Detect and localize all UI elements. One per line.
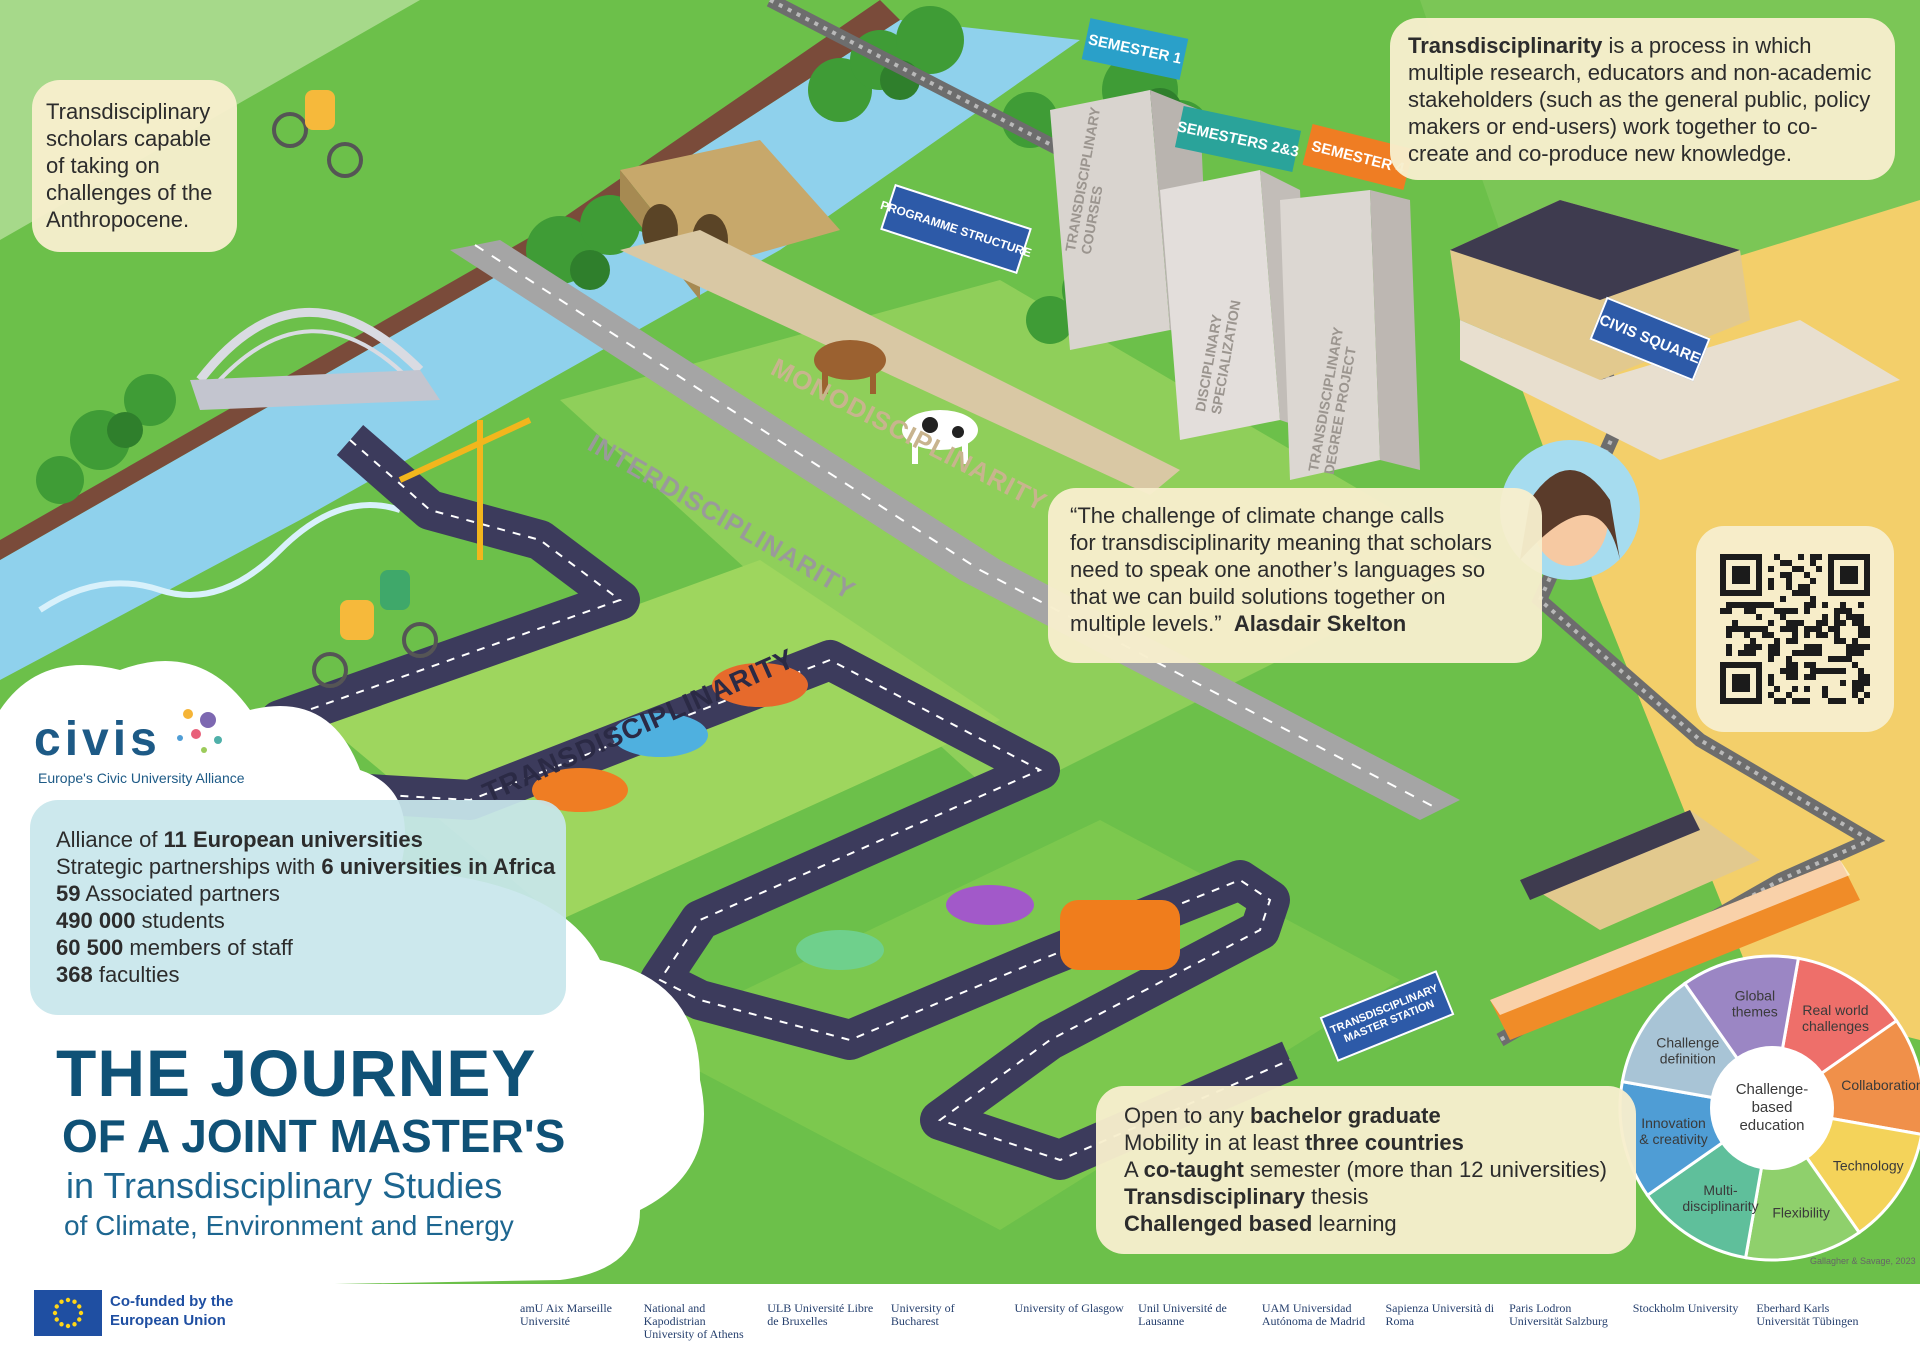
title-line-2: OF A JOINT MASTER'S	[62, 1110, 566, 1162]
quote-line: that we can build solutions together on	[1070, 584, 1446, 609]
fact-item: 60 500 members of staff	[56, 935, 293, 960]
fact-item: 368 faculties	[56, 962, 180, 987]
qr-code[interactable]	[1720, 554, 1870, 704]
wheel-segment-label: Collaboration	[1841, 1077, 1920, 1093]
wheel-segment-label: Innovation& creativity	[1639, 1115, 1707, 1147]
university-logo: amU Aix Marseille Université	[520, 1301, 612, 1328]
university-logo: University of Glasgow	[1014, 1301, 1124, 1315]
civis-tagline: Europe's Civic University Alliance	[38, 770, 245, 786]
title-line-1: THE JOURNEY	[56, 1036, 537, 1110]
scholars-line: scholars capable	[46, 126, 212, 151]
eu-cofunded-text: Co-funded by the European Union	[110, 1293, 234, 1329]
semester-towers	[1050, 90, 1420, 480]
quote-author: Alasdair Skelton	[1233, 611, 1407, 636]
definition-text: is a process in which multiple research,…	[1408, 33, 1872, 166]
cyclists	[272, 90, 438, 688]
scholars-card: Transdisciplinary scholars capable of ta…	[32, 80, 237, 252]
monodisciplinary-path	[620, 230, 1180, 495]
subtitle-line-2: of Climate, Environment and Energy	[64, 1210, 514, 1241]
civis-logo: civis	[34, 713, 161, 766]
construction-crane	[398, 417, 532, 560]
wheel-segment-label: Technology	[1833, 1157, 1904, 1173]
footer-logos: Co-funded by the European Union amU Aix …	[0, 1284, 1920, 1360]
feature-item: A co-taught semester (more than 12 unive…	[1124, 1157, 1607, 1182]
subtitle-line-1: in Transdisciplinary Studies	[66, 1165, 503, 1206]
qr-code-card[interactable]	[1696, 526, 1894, 732]
university-logo: Unil Université de Lausanne	[1138, 1301, 1227, 1328]
wheel-segment-label: Flexibility	[1772, 1204, 1830, 1220]
quote-line: for transdisciplinarity meaning that sch…	[1070, 530, 1492, 555]
definition-card: Transdisciplinarity is a process in whic…	[1390, 18, 1895, 180]
scholars-line: of taking on	[46, 153, 160, 178]
university-logo: UAM Universidad Autónoma de Madrid	[1261, 1301, 1366, 1328]
feature-item: Mobility in at least three countries	[1124, 1130, 1464, 1155]
wheel-center	[1710, 1046, 1834, 1170]
fact-item: Alliance of 11 European universities	[56, 827, 423, 852]
fact-item: 490 000 students	[56, 908, 225, 933]
university-logo: Sapienza Università di Roma	[1385, 1301, 1495, 1328]
cows	[814, 340, 978, 464]
quote-line: “The challenge of climate change calls	[1070, 503, 1445, 528]
quote-line: need to speak one another’s languages so	[1070, 557, 1486, 582]
eu-flag-icon	[34, 1290, 102, 1336]
quote-line: multiple levels.”	[1070, 611, 1222, 636]
fact-item: 59 Associated partners	[56, 881, 280, 906]
river	[0, 20, 1080, 680]
sign-semester-1-label: SEMESTER 1	[1086, 30, 1184, 68]
university-logo: National and Kapodistrian University of …	[643, 1301, 744, 1341]
civis-dots-logo	[177, 709, 222, 753]
scholars-line: Transdisciplinary	[46, 99, 211, 124]
arch-bridge	[196, 308, 424, 387]
university-logo: ULB Université Libre de Bruxelles	[767, 1301, 874, 1328]
feature-item: Open to any bachelor graduate	[1124, 1103, 1441, 1128]
poster-title: THE JOURNEY OF A JOINT MASTER'S in Trans…	[56, 1038, 616, 1244]
scholars-line: Anthropocene.	[46, 207, 190, 232]
university-logo: Stockholm University	[1632, 1301, 1739, 1315]
scholars-line: challenges of the	[46, 180, 213, 205]
definition-term: Transdisciplinarity	[1408, 33, 1603, 58]
feature-item: Transdisciplinary thesis	[1124, 1184, 1369, 1209]
train-station	[1490, 810, 1860, 1040]
wheel-credit: Gallagher & Savage, 2023	[1810, 1256, 1916, 1266]
cars	[532, 663, 1180, 970]
university-logo: University of Bucharest	[890, 1301, 955, 1328]
interdisciplinary-road	[450, 240, 1460, 820]
wheel-segment-label: Multi-disciplinarity	[1682, 1182, 1758, 1214]
fact-item: Strategic partnerships with 6 universiti…	[56, 854, 556, 879]
university-logo: Eberhard Karls Universität Tübingen	[1756, 1301, 1859, 1328]
university-logo: Paris Lodron Universität Salzburg	[1509, 1301, 1608, 1328]
feature-item: Challenged based learning	[1124, 1211, 1397, 1236]
quote-card: “The challenge of climate change calls f…	[1048, 488, 1542, 663]
